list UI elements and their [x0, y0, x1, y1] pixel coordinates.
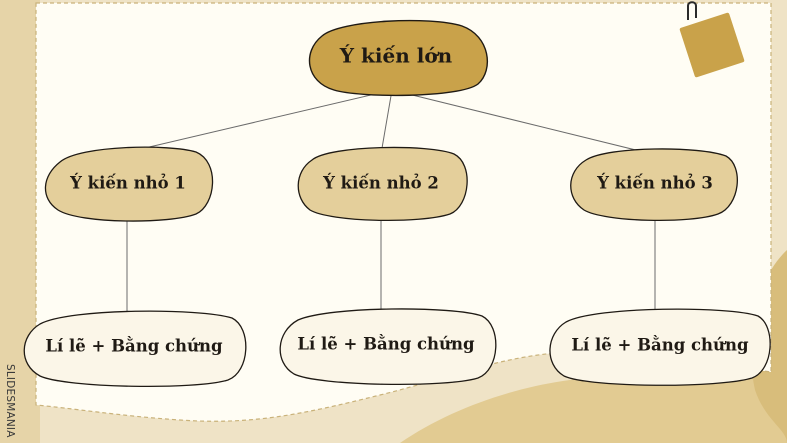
root-node-label: Ý kiến lớn: [339, 44, 453, 68]
connector-root-idea-1: [127, 89, 393, 153]
support-node-1-label: Lí lẽ + Bằng chứng: [45, 336, 223, 356]
idea-node-3: Ý kiến nhỏ 3: [570, 148, 738, 222]
connector-root-idea-2: [380, 89, 393, 155]
idea-node-3-shape: [570, 148, 738, 222]
support-node-3: Lí lẽ + Bằng chứng: [549, 308, 771, 386]
connector-root-idea-3: [391, 89, 653, 155]
idea-node-2-shape: [297, 146, 468, 222]
support-node-1-shape: [23, 310, 247, 388]
watermark: SLIDESMANIA: [4, 364, 20, 443]
support-node-2-shape: [279, 308, 497, 386]
root-node-shape: [308, 19, 489, 97]
watermark-text: SLIDESMANIA: [4, 364, 16, 438]
idea-node-1-shape: [44, 146, 214, 222]
idea-node-2-label: Ý kiến nhỏ 2: [322, 173, 439, 193]
support-node-2-label: Lí lẽ + Bằng chứng: [297, 334, 475, 354]
support-node-1: Lí lẽ + Bằng chứng: [23, 310, 247, 388]
connector-lines: [126, 89, 656, 318]
paper-clip-icon: [687, 1, 697, 20]
support-node-3-label: Lí lẽ + Bằng chứng: [571, 335, 749, 355]
idea-node-1: Ý kiến nhỏ 1: [44, 146, 214, 222]
idea-node-3-label: Ý kiến nhỏ 3: [596, 173, 713, 193]
idea-node-2: Ý kiến nhỏ 2: [297, 146, 468, 222]
support-node-2: Lí lẽ + Bằng chứng: [279, 308, 497, 386]
idea-node-1-label: Ý kiến nhỏ 1: [69, 173, 186, 193]
support-node-3-shape: [549, 308, 771, 386]
sticky-note-icon: [679, 1, 745, 78]
root-node: Ý kiến lớn: [308, 19, 489, 97]
